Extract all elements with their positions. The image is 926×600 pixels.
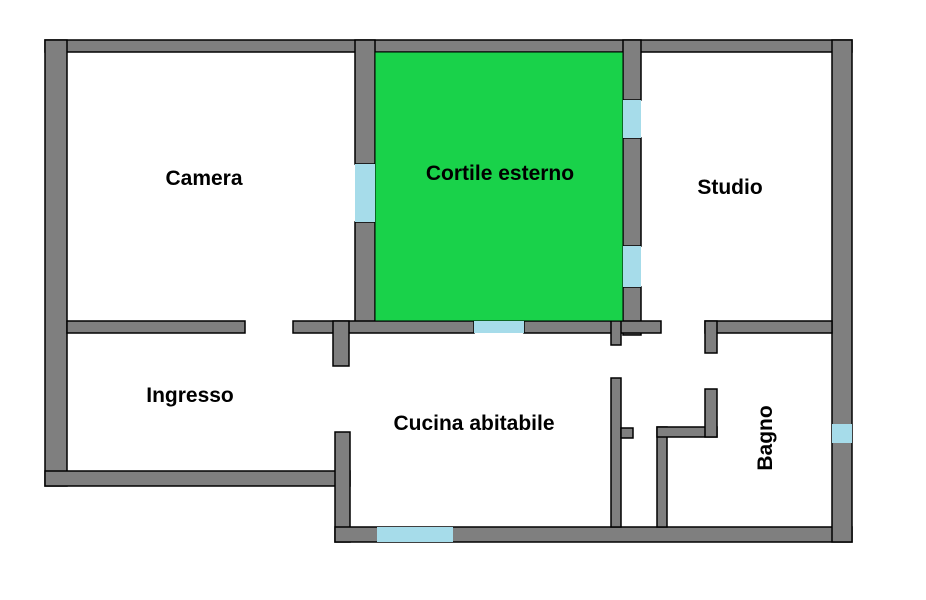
wall-step-vertical <box>334 431 351 543</box>
wall-cucina-partition-a <box>610 377 622 528</box>
window-camera <box>355 164 375 222</box>
wall-cortile-studio-top <box>622 39 642 101</box>
window-cortile-bottom <box>474 321 524 333</box>
wall-cortile-studio-mid <box>622 137 642 247</box>
wall-camera-cortile-upper <box>354 39 376 165</box>
wall-cortile-cucina-left <box>292 320 475 334</box>
window-cucina <box>377 527 453 542</box>
window-bagno <box>832 424 852 443</box>
walls <box>44 39 853 543</box>
room-label-camera: Camera <box>165 167 242 190</box>
wall-bagno-left <box>656 426 668 528</box>
wall-cortile-cucina-right <box>523 320 662 334</box>
window-studio-upper <box>623 100 641 138</box>
windows <box>355 100 852 542</box>
wall-outer-right <box>831 39 853 543</box>
room-label-studio: Studio <box>697 176 762 199</box>
room-label-cucina: Cucina abitabile <box>393 412 554 435</box>
room-label-ingresso: Ingresso <box>146 384 234 407</box>
wall-cucina-partition-b <box>620 427 634 439</box>
wall-studio-bagno-stub <box>704 320 718 354</box>
wall-outer-bottom-left <box>44 470 351 487</box>
wall-studio-bagno <box>704 320 833 334</box>
wall-outer-left <box>44 39 68 487</box>
wall-camera-ingresso <box>66 320 246 334</box>
wall-stub-left <box>332 320 350 367</box>
wall-bagno-upper <box>704 388 718 438</box>
wall-camera-cortile-lower <box>354 221 376 333</box>
wall-outer-top <box>44 39 853 53</box>
window-studio-lower <box>623 246 641 287</box>
courtyard-area <box>374 51 624 322</box>
room-label-bagno: Bagno <box>754 405 777 470</box>
wall-stub-right <box>610 320 622 346</box>
room-label-cortile: Cortile esterno <box>426 162 574 185</box>
